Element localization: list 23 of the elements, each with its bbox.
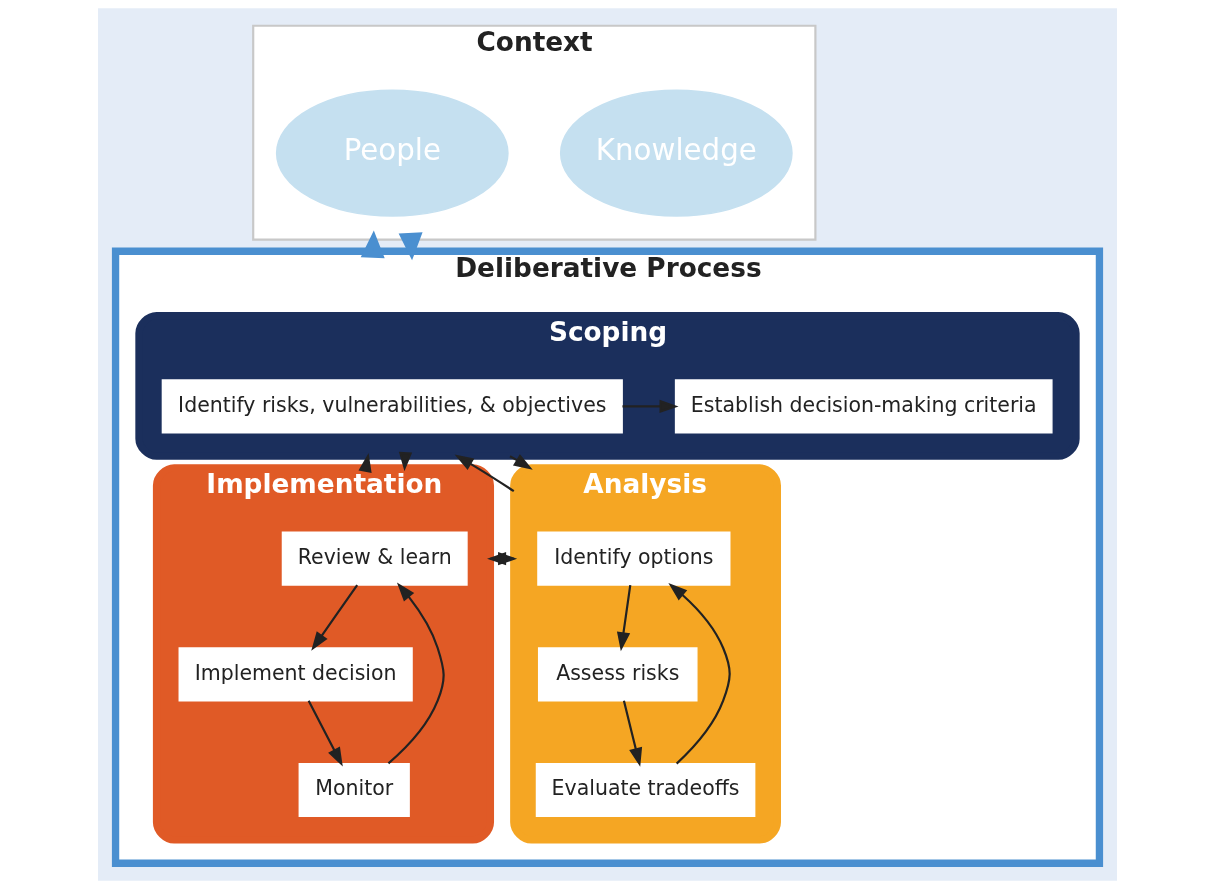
arrow xyxy=(622,399,679,414)
arrow xyxy=(387,582,445,765)
arrow xyxy=(360,230,385,259)
node-ellipse: Knowledge xyxy=(559,89,793,217)
node-box: Assess risks xyxy=(537,647,698,702)
node-box: Monitor xyxy=(298,762,410,818)
arrow xyxy=(454,454,515,493)
arrow xyxy=(622,700,643,767)
arrow xyxy=(358,452,372,473)
node-box: Evaluate tradeoffs xyxy=(535,762,756,818)
arrow xyxy=(668,583,731,765)
node-box: Implement decision xyxy=(178,647,413,702)
arrow xyxy=(398,451,413,472)
node-box: Establish decision-making criteria xyxy=(674,379,1053,434)
arrow xyxy=(509,454,533,470)
node-ellipse: People xyxy=(275,89,509,217)
node-box: Identify risks, vulnerabilities, & objectives xyxy=(161,379,623,434)
node-box: Review & learn xyxy=(281,531,468,586)
node-box: Identify options xyxy=(537,531,731,586)
arrow xyxy=(307,700,343,767)
arrow xyxy=(616,585,632,652)
arrow xyxy=(311,584,359,651)
arrow xyxy=(398,232,423,261)
